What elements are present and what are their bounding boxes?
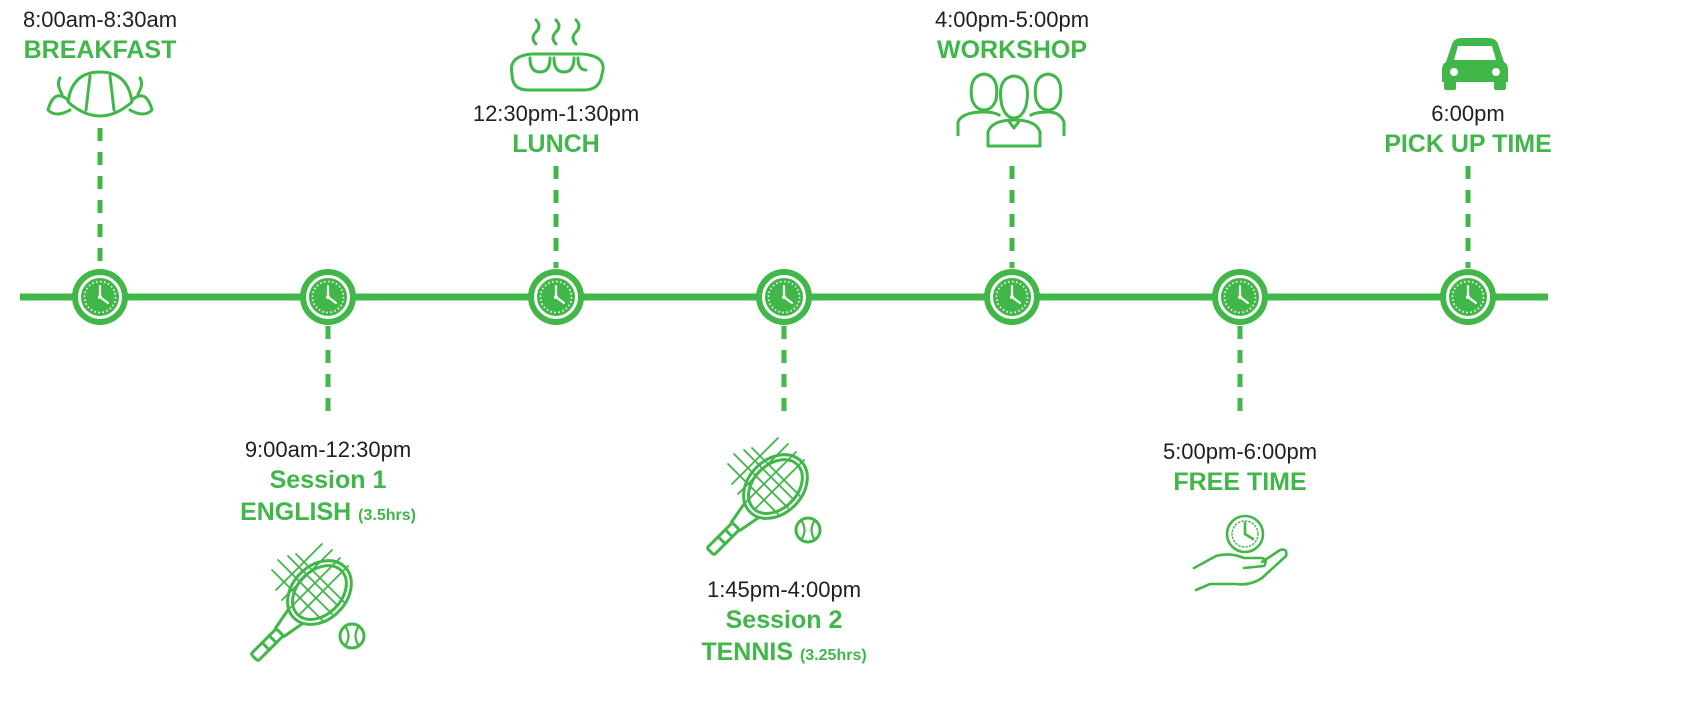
event-title: FREE TIME [1173, 468, 1307, 496]
steaming-bread-icon [509, 18, 605, 92]
milestone-clock-icon [298, 267, 358, 327]
group-people-icon [956, 72, 1066, 148]
car-icon [1442, 38, 1508, 90]
event-time: 1:45pm-4:00pm [706, 577, 862, 602]
event-title: LUNCH [512, 130, 600, 158]
event-time: 12:30pm-1:30pm [472, 101, 640, 126]
event-title: WORKSHOP [937, 36, 1087, 64]
event-workshop: 4:00pm-5:00pm WORKSHOP [935, 6, 1089, 66]
event-subject: ENGLISH [240, 498, 352, 526]
event-duration: (3.25hrs) [799, 647, 867, 664]
milestone-clock-icon [754, 267, 814, 327]
event-time: 8:00am-8:30am [22, 7, 178, 32]
event-lunch: 12:30pm-1:30pm LUNCH [473, 100, 639, 160]
milestone-clock-icon [1438, 267, 1498, 327]
milestone-clock-icon [70, 267, 130, 327]
event-breakfast: 8:00am-8:30am BREAKFAST [23, 6, 177, 66]
tennis-racket-icon [233, 542, 366, 679]
event-session-2: 1:45pm-4:00pm Session 2 TENNIS (3.25hrs) [701, 576, 866, 672]
clock-in-hand-icon [1192, 514, 1288, 592]
event-title: Session 2 [725, 606, 843, 634]
milestone-clock-icon [982, 267, 1042, 327]
event-time: 6:00pm [1431, 101, 1505, 126]
event-session-1: 9:00am-12:30pm Session 1 ENGLISH (3.5hrs… [240, 436, 416, 532]
event-subtitle: TENNIS (3.25hrs) [701, 636, 866, 672]
milestone-clock-icon [1210, 267, 1270, 327]
event-subtitle: ENGLISH (3.5hrs) [240, 496, 416, 532]
event-title: BREAKFAST [23, 36, 177, 64]
event-time: 9:00am-12:30pm [244, 437, 412, 462]
event-time: 5:00pm-6:00pm [1162, 439, 1318, 464]
croissant-icon [46, 70, 154, 118]
tennis-racket-icon [689, 436, 822, 573]
event-title: Session 1 [269, 466, 387, 494]
event-pick-up: 6:00pm PICK UP TIME [1384, 100, 1552, 160]
milestone-clock-icon [526, 267, 586, 327]
event-subject: TENNIS [701, 638, 794, 666]
event-free-time: 5:00pm-6:00pm FREE TIME [1163, 438, 1317, 498]
event-title: PICK UP TIME [1384, 130, 1552, 158]
event-duration: (3.5hrs) [358, 507, 416, 524]
event-time: 4:00pm-5:00pm [934, 7, 1090, 32]
